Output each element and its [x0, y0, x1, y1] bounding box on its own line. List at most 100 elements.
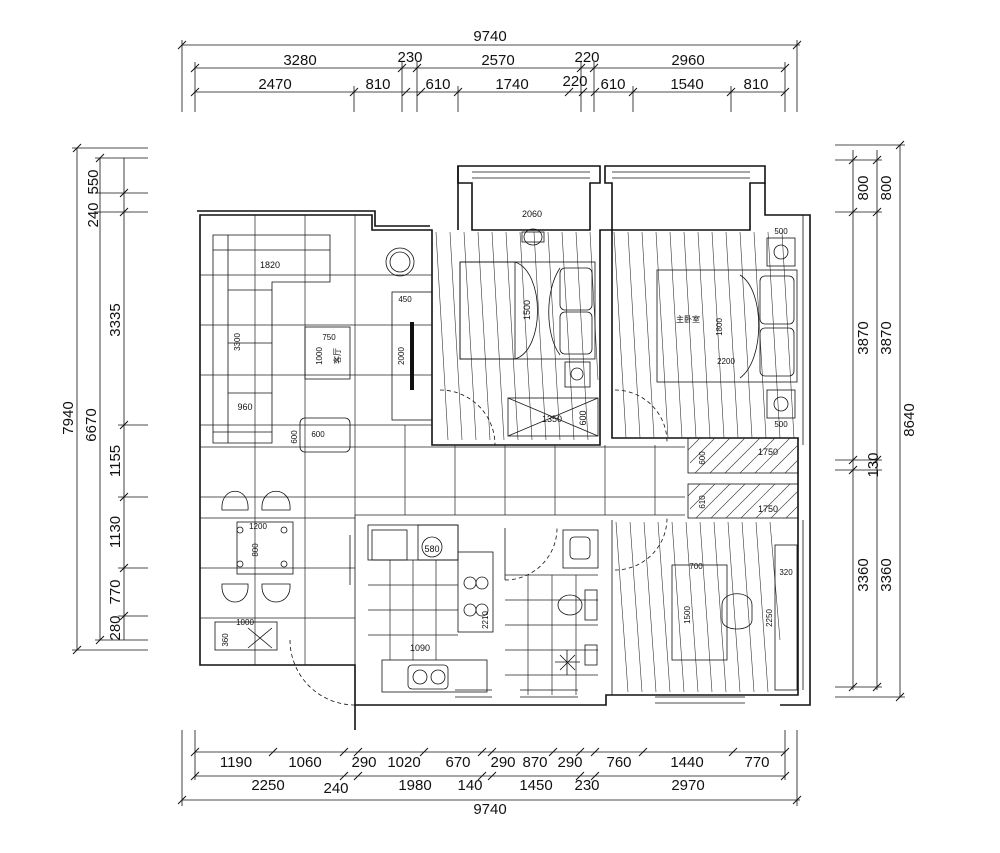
nightstand-icon	[564, 361, 591, 388]
bottom-dimension-lines: 1190 1060 290 1020 670 290 870 290 760 1…	[177, 730, 802, 818]
bathroom-fixtures	[555, 529, 599, 675]
bottom-dim: 1020	[387, 754, 420, 771]
top-dim: 610	[425, 76, 450, 93]
master-bedroom-label: 主卧室	[676, 314, 700, 324]
side-table-label: 600	[311, 430, 325, 439]
bottom-dim: 2250	[251, 777, 284, 794]
sideboard-width-label: 1000	[236, 618, 254, 627]
bottom-dim: 140	[457, 777, 482, 794]
nightstand-top-label: 500	[774, 227, 788, 236]
master-door-swing	[614, 389, 668, 443]
bottom-dim: 870	[522, 754, 547, 771]
top-dimension-lines: 9740 3280 230 2570 220 2960 2470 810 610…	[177, 28, 802, 112]
right-dim: 3360	[855, 558, 872, 591]
kitchen-counter-label: 1090	[410, 643, 430, 653]
toilet-icon	[521, 228, 545, 246]
sofa-arm-label: 960	[237, 402, 252, 412]
bottom-dim: 290	[351, 754, 376, 771]
closet-top: 1750 600	[687, 437, 799, 474]
bottom-dim: 1450	[519, 777, 552, 794]
kitchen-floor	[368, 560, 458, 660]
top-dim: 2960	[671, 52, 704, 69]
sideboard: 1000 360	[214, 618, 278, 651]
lamp-icon: 500	[766, 227, 796, 267]
top-dim: 220	[574, 49, 599, 66]
study-desk-width-label: 700	[689, 562, 703, 571]
master-bed-width-label: 2200	[717, 357, 735, 366]
top-dim: 2470	[258, 76, 291, 93]
bed-1: 2060 1500	[459, 209, 596, 360]
right-dim: 3360	[878, 558, 895, 591]
right-dim: 130	[865, 452, 882, 477]
study-desk: 700 1500	[671, 562, 753, 661]
bottom-dim: 1980	[398, 777, 431, 794]
left-dim: 240	[85, 202, 102, 227]
tv-cabinet-label: 2000	[397, 347, 406, 365]
coffee-table: 750 1000 客厅	[304, 326, 351, 380]
side-table-depth-label: 600	[290, 430, 299, 444]
top-dim: 220	[562, 73, 587, 90]
bottom-dim: 240	[323, 780, 348, 797]
top-dim: 810	[743, 76, 768, 93]
left-dim: 1155	[107, 445, 124, 477]
closet-bottom: 1750 610	[687, 483, 799, 519]
right-total-dim: 8640	[901, 403, 918, 436]
right-dim: 800	[855, 175, 872, 200]
kitchen-side-label: 2210	[481, 611, 490, 629]
bottom-total-dim: 9740	[473, 801, 506, 818]
sofa: 1820 3300 960	[212, 234, 331, 444]
wardrobe-1: 1350 600	[507, 397, 599, 437]
left-total-dim: 7940	[60, 401, 77, 434]
bottom-dim: 230	[574, 777, 599, 794]
bottom-dim: 290	[557, 754, 582, 771]
bottom-dim: 290	[490, 754, 515, 771]
top-dim: 610	[600, 76, 625, 93]
left-dim: 770	[107, 579, 124, 604]
coffee-table-depth-label: 1000	[315, 347, 324, 365]
left-dim: 1130	[107, 516, 124, 548]
top-dim: 3280	[283, 52, 316, 69]
plant-pot-icon	[385, 247, 415, 277]
nightstand-bottom-label: 500	[774, 420, 788, 429]
bottom-dim: 1060	[288, 754, 321, 771]
entry-door-swing	[289, 639, 356, 706]
top-total-dim: 9740	[473, 28, 506, 45]
closet-top-depth-label: 600	[698, 451, 707, 465]
dining-table-depth-label: 800	[251, 543, 260, 557]
sofa-length-label: 1820	[260, 260, 280, 270]
bedroom-1-floor	[435, 231, 599, 441]
study-shelf: 320 2250	[765, 544, 798, 691]
tv-depth-label: 450	[398, 295, 412, 304]
closet-top-label: 1750	[758, 447, 778, 457]
right-dim: 800	[878, 175, 895, 200]
side-table: 600 600	[290, 417, 351, 453]
right-dim: 3870	[878, 321, 895, 354]
lamp-icon: 500	[766, 389, 796, 429]
sofa-depth-label: 3300	[233, 333, 242, 351]
master-bed: 主卧室 1800 2200	[656, 269, 798, 383]
top-dim: 2570	[481, 52, 514, 69]
living-room-label: 客厅	[332, 348, 342, 364]
left-dim: 3335	[107, 303, 124, 336]
left-dimension-lines: 7940 6670 240 550 3335 1155 1130 770 280	[60, 143, 148, 655]
top-dim: 1540	[670, 76, 703, 93]
right-dimension-lines: 800 3870 130 3360 800 3870 3360 8640	[835, 140, 918, 702]
windows	[455, 215, 804, 704]
bottom-dim: 770	[744, 754, 769, 771]
bottom-dim: 760	[606, 754, 631, 771]
bed-1-width-label: 2060	[522, 209, 542, 219]
study-door-swing	[614, 517, 668, 571]
bottom-dim: 670	[445, 754, 470, 771]
tv-cabinet: 450 2000	[391, 291, 433, 421]
bed-1-length-label: 1500	[522, 300, 532, 320]
left-dim: 6670	[83, 408, 100, 441]
wardrobe-1-depth-label: 600	[578, 410, 588, 425]
bathroom-floor	[505, 574, 598, 695]
dining-table-width-label: 1200	[249, 522, 267, 531]
kitchen-sink-label: 580	[424, 544, 439, 554]
bottom-dim: 2970	[671, 777, 704, 794]
left-dim: 280	[107, 615, 124, 640]
study-desk-length-label: 1500	[683, 606, 692, 624]
top-dim: 810	[365, 76, 390, 93]
